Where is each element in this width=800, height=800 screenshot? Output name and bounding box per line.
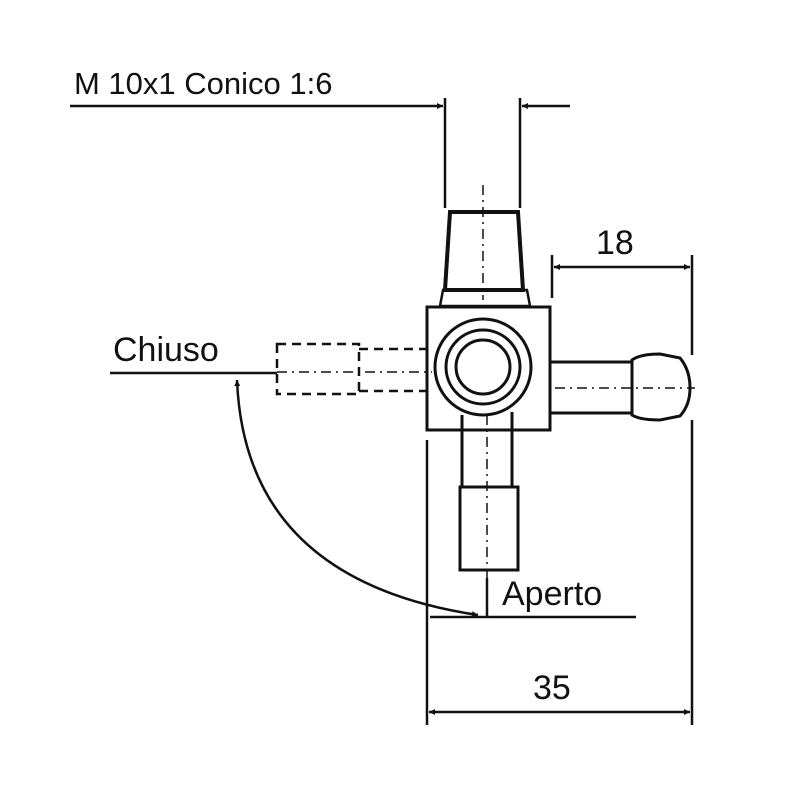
valve-body	[425, 305, 552, 432]
dimension-18	[550, 255, 694, 725]
open-label: Aperto	[502, 575, 603, 613]
thread-spec-label: M 10x1 Conico 1:6	[74, 66, 333, 101]
dimension-35-label: 35	[533, 669, 571, 707]
lever-open-position	[458, 412, 520, 580]
rotation-indicator	[110, 371, 636, 619]
dimension-18-label: 18	[596, 224, 634, 262]
lever-closed-position	[275, 342, 432, 396]
right-hose-nozzle	[550, 352, 695, 422]
thread-dimension	[70, 98, 570, 208]
top-threaded-fitting	[438, 185, 532, 308]
dimension-35	[425, 440, 690, 725]
closed-label: Chiuso	[113, 331, 219, 369]
